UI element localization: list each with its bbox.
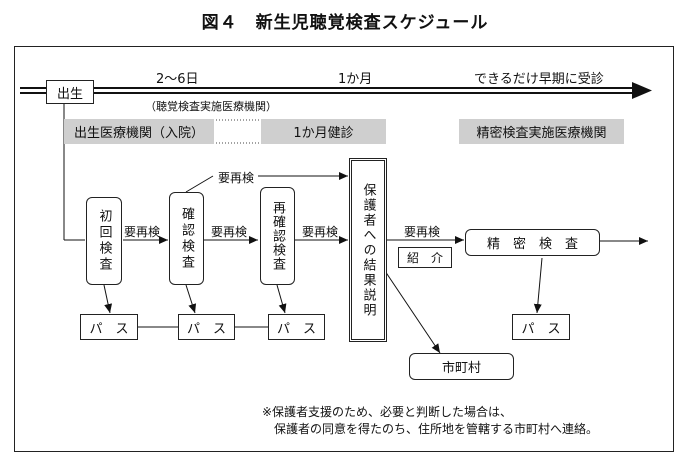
pass-label-retest: パ ス — [276, 321, 316, 337]
pass-box-initial: パ ス — [80, 314, 138, 340]
retest-needed-label-4: 要再検 — [404, 225, 441, 239]
pass-label-initial: パ ス — [89, 321, 129, 337]
timeline-label-early: できるだけ早期に受診 — [474, 72, 604, 87]
band-one-month-checkup-label: 1か月健診 — [293, 126, 354, 141]
municipality-label: 市町村 — [441, 361, 481, 376]
retest-needed-label-upper: 要再検 — [218, 171, 255, 185]
pass-box-confirm: パ ス — [178, 314, 235, 340]
referral-box: 紹 介 — [398, 247, 452, 268]
retest-label: 再確認検査 — [270, 201, 285, 271]
detailed-test-label: 精 密 検 査 — [486, 237, 578, 252]
birth-box: 出生 — [46, 80, 94, 104]
band-one-month-checkup: 1か月健診 — [261, 119, 386, 144]
retest-needed-label-1: 要再検 — [124, 225, 161, 239]
band-detailed-hospital: 精密検査実施医療機関 — [459, 119, 624, 144]
referral-label: 紹 介 — [406, 251, 443, 265]
initial-test-label: 初回検査 — [96, 209, 112, 273]
band-detailed-hospital-label: 精密検査実施医療機関 — [476, 126, 607, 141]
pass-box-detailed: パ ス — [512, 314, 570, 340]
confirm-test-box: 確認検査 — [169, 192, 204, 285]
band-birth-hospital: 出生医療機関（入院） — [64, 119, 214, 144]
detailed-test-box: 精 密 検 査 — [465, 229, 600, 256]
figure-title: 図４ 新生児聴覚検査スケジュール — [201, 13, 489, 33]
municipality-box: 市町村 — [409, 353, 514, 380]
note-line-2: 保護者の同意を得たのち、住所地を管轄する市町村へ連絡。 — [262, 422, 599, 436]
pass-label-detailed: パ ス — [521, 321, 561, 337]
pass-box-retest: パ ス — [268, 314, 325, 340]
retest-needed-label-2: 要再検 — [211, 225, 248, 239]
timeline-arrowhead — [632, 82, 652, 99]
birth-label: 出生 — [56, 86, 83, 102]
arrow-confirm-pass — [185, 284, 197, 314]
initial-test-box: 初回検査 — [86, 197, 122, 285]
parent-explanation-label: 保護者への結果説明 — [360, 182, 376, 318]
hearing-test-facility-label: （聴覚検査実施医療機関） — [145, 100, 277, 113]
band-birth-hospital-label: 出生医療機関（入院） — [73, 126, 204, 141]
retest-box: 再確認検査 — [260, 187, 295, 285]
arrow-retest-pass — [276, 284, 287, 314]
arrow-initial-pass — [103, 284, 113, 314]
pass-label-confirm: パ ス — [186, 321, 226, 337]
arrow-explain-municipality — [382, 267, 441, 354]
diagram-frame — [14, 46, 674, 452]
timeline-label-1-month: 1か月 — [338, 72, 373, 87]
note-line-1: ※保護者支援のため、必要と判断した場合は、 — [262, 405, 513, 419]
retest-needed-label-3: 要再検 — [302, 225, 339, 239]
arrow-detailed-pass — [533, 257, 543, 314]
parent-explanation-box: 保護者への結果説明 — [349, 158, 387, 342]
timeline-label-2-6-days: 2～6日 — [156, 72, 199, 87]
confirm-retest-diagonal — [185, 175, 214, 193]
confirm-test-label: 確認検査 — [179, 206, 194, 271]
